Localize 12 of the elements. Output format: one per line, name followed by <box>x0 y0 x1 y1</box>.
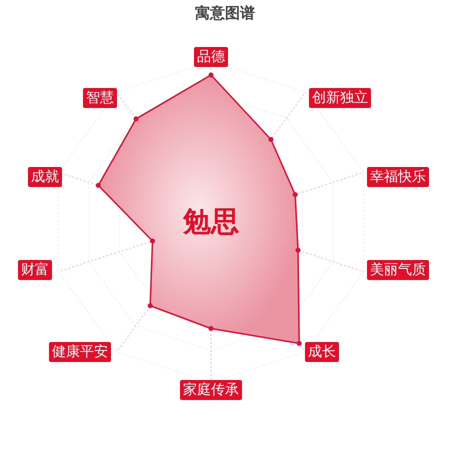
axis-label: 健康平安 <box>49 342 111 362</box>
axis-label: 品德 <box>194 47 228 67</box>
axis-label: 美丽气质 <box>367 260 429 280</box>
chart-title: 寓意图谱 <box>194 4 256 23</box>
axis-label: 成长 <box>305 342 339 362</box>
axis-label: 智慧 <box>83 88 117 108</box>
axis-label: 幸福快乐 <box>367 167 429 187</box>
axis-label: 财富 <box>18 260 52 280</box>
axis-label: 创新独立 <box>309 88 371 108</box>
center-name: 勉思 <box>183 204 239 240</box>
axis-label: 成就 <box>28 167 62 187</box>
axis-label: 家庭传承 <box>180 380 242 400</box>
